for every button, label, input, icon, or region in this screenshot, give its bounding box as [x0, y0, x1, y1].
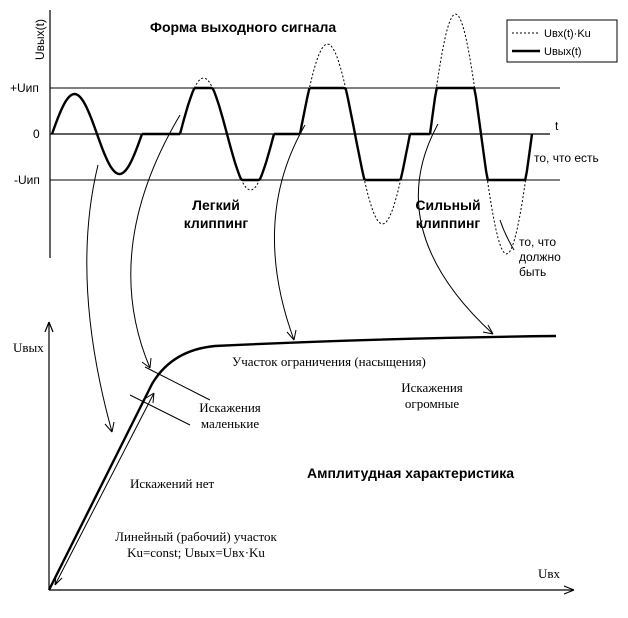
small-dist-label-1: Искажения: [199, 400, 261, 415]
no-dist-label: Искажений нет: [130, 476, 214, 491]
arrowhead-small-dist: [141, 357, 152, 369]
legend: Uвх(t)·Ku Uвых(t): [506, 19, 618, 63]
strong-clip-label-2: клиппинг: [416, 215, 481, 231]
arrow-saturation: [273, 124, 306, 341]
level-minus-label: -Uип: [14, 173, 40, 187]
small-dist-label-2: маленькие: [201, 416, 259, 431]
amplitude-characteristic-curve: [47, 334, 557, 591]
arrow-no-dist: [86, 164, 113, 433]
bottom-x-arrow: [563, 585, 575, 595]
top-title: Форма выходного сигнала: [150, 19, 336, 35]
arrow-small-dist: [130, 114, 181, 369]
small-dist-tick: [129, 394, 191, 426]
bottom-y-arrow: [44, 321, 54, 333]
level-zero-label: 0: [33, 127, 40, 141]
arrowhead-saturation: [286, 329, 297, 341]
strong-clip-label-1: Сильный: [415, 197, 480, 213]
bottom-y-axis-label: Uвых: [13, 340, 44, 355]
what-should-label-3: быть: [519, 265, 546, 279]
arrowhead-no-dist: [104, 421, 115, 433]
output-wave: [50, 86, 534, 182]
t-axis-label: t: [555, 119, 559, 133]
linear-label-2: Ku=const; Uвых=Uвх·Ku: [127, 545, 265, 560]
linear-label-1: Линейный (рабочий) участок: [115, 529, 277, 544]
arrow-huge-dist: [417, 123, 494, 335]
legend-box: [506, 19, 618, 63]
bottom-title: Амплитудная характеристика: [307, 465, 514, 481]
legend-solid-label: Uвых(t): [544, 46, 582, 58]
what-is-label: то, что есть: [534, 151, 599, 165]
huge-dist-label-2: огромные: [405, 396, 460, 411]
huge-dist-label-1: Искажения: [401, 380, 463, 395]
bottom-x-axis-label: Uвх: [538, 566, 561, 581]
level-plus-label: +Uип: [10, 81, 39, 95]
small-dist-tick-2: [144, 366, 211, 401]
arrowhead-huge-dist: [482, 324, 494, 335]
light-clip-label-2: клиппинг: [184, 215, 249, 231]
light-clip-label-1: Легкий: [192, 197, 240, 213]
what-should-label-2: должно: [519, 250, 561, 264]
top-y-axis-label: Uвых(t): [33, 19, 47, 60]
what-should-label-1: то, что: [519, 235, 556, 249]
saturation-label: Участок ограничения (насыщения): [232, 354, 426, 369]
linear-range-arrow: [54, 392, 155, 586]
pointer-what-should: [499, 219, 515, 251]
legend-dotted-label: Uвх(t)·Ku: [544, 28, 591, 40]
